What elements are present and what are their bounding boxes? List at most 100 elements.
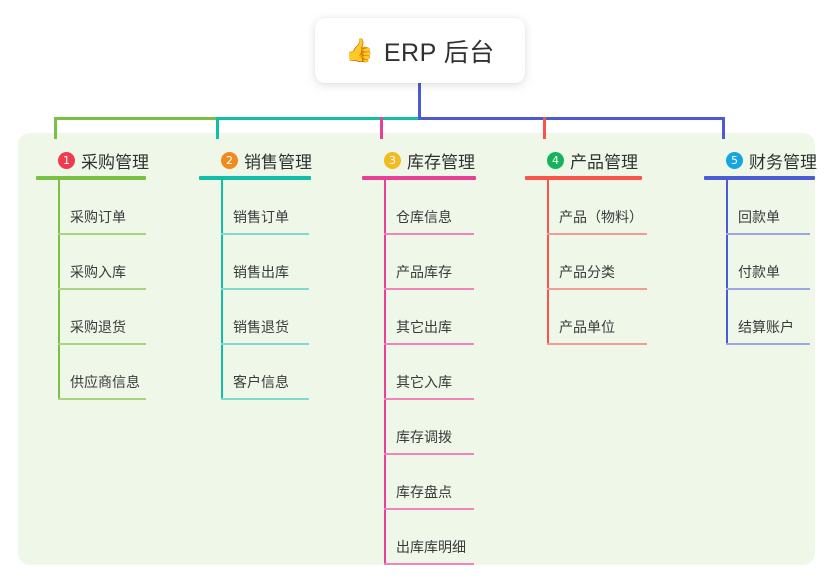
branch-title: 库存管理	[407, 152, 475, 172]
branch-item[interactable]: 产品分类	[525, 235, 685, 290]
branch-items: 产品（物料） 产品分类产品单位	[525, 180, 685, 345]
branch-item-label: 销售退货	[233, 319, 289, 335]
branch-item-label: 销售出库	[233, 264, 289, 280]
connector-drop-4	[543, 117, 546, 139]
branch-item[interactable]: 回款单	[704, 180, 839, 235]
branch-item-rule	[58, 343, 146, 345]
branch-item-rule	[58, 288, 146, 290]
branch-item-rule	[547, 233, 647, 235]
branch-column-sales: 2 销售管理 销售订单销售出库销售退货客户信息	[199, 148, 349, 400]
branch-item-rule	[384, 563, 474, 565]
branch-item-label: 结算账户	[738, 319, 794, 335]
branch-item-label: 采购入库	[70, 264, 126, 280]
branch-header-rule	[362, 176, 476, 180]
branch-item[interactable]: 出库库明细	[362, 510, 512, 565]
branch-item[interactable]: 其它入库	[362, 345, 512, 400]
branch-item-label: 回款单	[738, 209, 780, 225]
branch-item-label: 客户信息	[233, 374, 289, 390]
branch-item[interactable]: 仓库信息	[362, 180, 512, 235]
connector-drop-5	[722, 117, 725, 139]
branch-item-label: 产品分类	[559, 264, 615, 280]
branch-badge: 3	[384, 151, 401, 169]
branch-item-rule	[726, 288, 810, 290]
branch-item[interactable]: 产品（物料）	[525, 180, 685, 235]
root-connector-stem	[418, 83, 421, 119]
branch-header[interactable]: 2 销售管理	[199, 148, 349, 172]
connector-bus-teal	[216, 117, 420, 120]
branch-item[interactable]: 采购入库	[36, 235, 186, 290]
branch-header[interactable]: 4 产品管理	[525, 148, 685, 172]
branch-title: 产品管理	[570, 152, 638, 172]
branch-spine	[547, 180, 549, 345]
branch-header[interactable]: 1 采购管理	[36, 148, 186, 172]
connector-bus-blue	[418, 117, 724, 120]
branch-item-label: 出库库明细	[396, 539, 466, 555]
branch-item-rule	[58, 398, 146, 400]
branch-title: 财务管理	[749, 152, 817, 172]
branch-item-rule	[221, 343, 309, 345]
branch-header[interactable]: 5 财务管理	[704, 148, 839, 172]
branch-item-rule	[547, 288, 647, 290]
branch-item[interactable]: 付款单	[704, 235, 839, 290]
branch-column-product: 4 产品管理 产品（物料） 产品分类产品单位	[525, 148, 685, 345]
branch-items: 仓库信息产品库存其它出库其它入库库存调拨库存盘点出库库明细	[362, 180, 512, 565]
branch-column-finance: 5 财务管理 回款单付款单结算账户	[704, 148, 839, 345]
branch-item-label: 库存调拨	[396, 429, 452, 445]
branch-title: 采购管理	[81, 152, 149, 172]
branch-item-rule	[384, 233, 474, 235]
branch-item-label: 采购退货	[70, 319, 126, 335]
root-node-erp-backend[interactable]: 👍 ERP 后台	[315, 18, 525, 83]
branch-header-rule	[36, 176, 146, 180]
branch-badge: 5	[726, 151, 743, 169]
branch-item-label: 其它入库	[396, 374, 452, 390]
branch-spine	[726, 180, 728, 345]
branch-item-rule	[58, 233, 146, 235]
branch-header-rule	[525, 176, 642, 180]
branch-item[interactable]: 客户信息	[199, 345, 349, 400]
branch-item-rule	[726, 343, 810, 345]
branch-item[interactable]: 销售出库	[199, 235, 349, 290]
branch-item[interactable]: 库存调拨	[362, 400, 512, 455]
branch-spine	[58, 180, 60, 400]
thumbs-up-icon: 👍	[345, 37, 374, 63]
branch-item[interactable]: 其它出库	[362, 290, 512, 345]
branch-header[interactable]: 3 库存管理	[362, 148, 512, 172]
branch-item-rule	[221, 288, 309, 290]
branch-spine	[221, 180, 223, 400]
connector-drop-3	[380, 117, 383, 139]
branch-item[interactable]: 销售订单	[199, 180, 349, 235]
branch-items: 回款单付款单结算账户	[704, 180, 839, 345]
branch-item-rule	[221, 233, 309, 235]
connector-drop-1	[54, 117, 57, 139]
branch-item-rule	[547, 343, 647, 345]
branch-badge: 4	[547, 151, 564, 169]
branch-item-rule	[726, 233, 810, 235]
branch-item-label: 产品库存	[396, 264, 452, 280]
branch-badge: 1	[58, 151, 75, 169]
branch-item[interactable]: 产品库存	[362, 235, 512, 290]
branch-item-rule	[384, 288, 474, 290]
branch-column-inventory: 3 库存管理 仓库信息产品库存其它出库其它入库库存调拨库存盘点出库库明细	[362, 148, 512, 565]
branch-item-label: 付款单	[738, 264, 780, 280]
branch-item[interactable]: 供应商信息	[36, 345, 186, 400]
branch-items: 销售订单销售出库销售退货客户信息	[199, 180, 349, 400]
branch-item-rule	[384, 453, 474, 455]
branch-item[interactable]: 库存盘点	[362, 455, 512, 510]
diagram-panel	[18, 133, 815, 565]
branch-header-rule	[704, 176, 815, 180]
root-node-title: ERP 后台	[383, 38, 495, 67]
branch-item[interactable]: 采购订单	[36, 180, 186, 235]
branch-item-label: 仓库信息	[396, 209, 452, 225]
branch-item-label: 产品单位	[559, 319, 615, 335]
branch-item[interactable]: 产品单位	[525, 290, 685, 345]
branch-item-rule	[384, 398, 474, 400]
branch-item-label: 销售订单	[233, 209, 289, 225]
branch-column-purchasing: 1 采购管理 采购订单采购入库采购退货供应商信息	[36, 148, 186, 400]
branch-item[interactable]: 结算账户	[704, 290, 839, 345]
branch-badge: 2	[221, 151, 238, 169]
branch-items: 采购订单采购入库采购退货供应商信息	[36, 180, 186, 400]
branch-item[interactable]: 采购退货	[36, 290, 186, 345]
branch-item-label: 库存盘点	[396, 484, 452, 500]
branch-item-label: 其它出库	[396, 319, 452, 335]
branch-item[interactable]: 销售退货	[199, 290, 349, 345]
